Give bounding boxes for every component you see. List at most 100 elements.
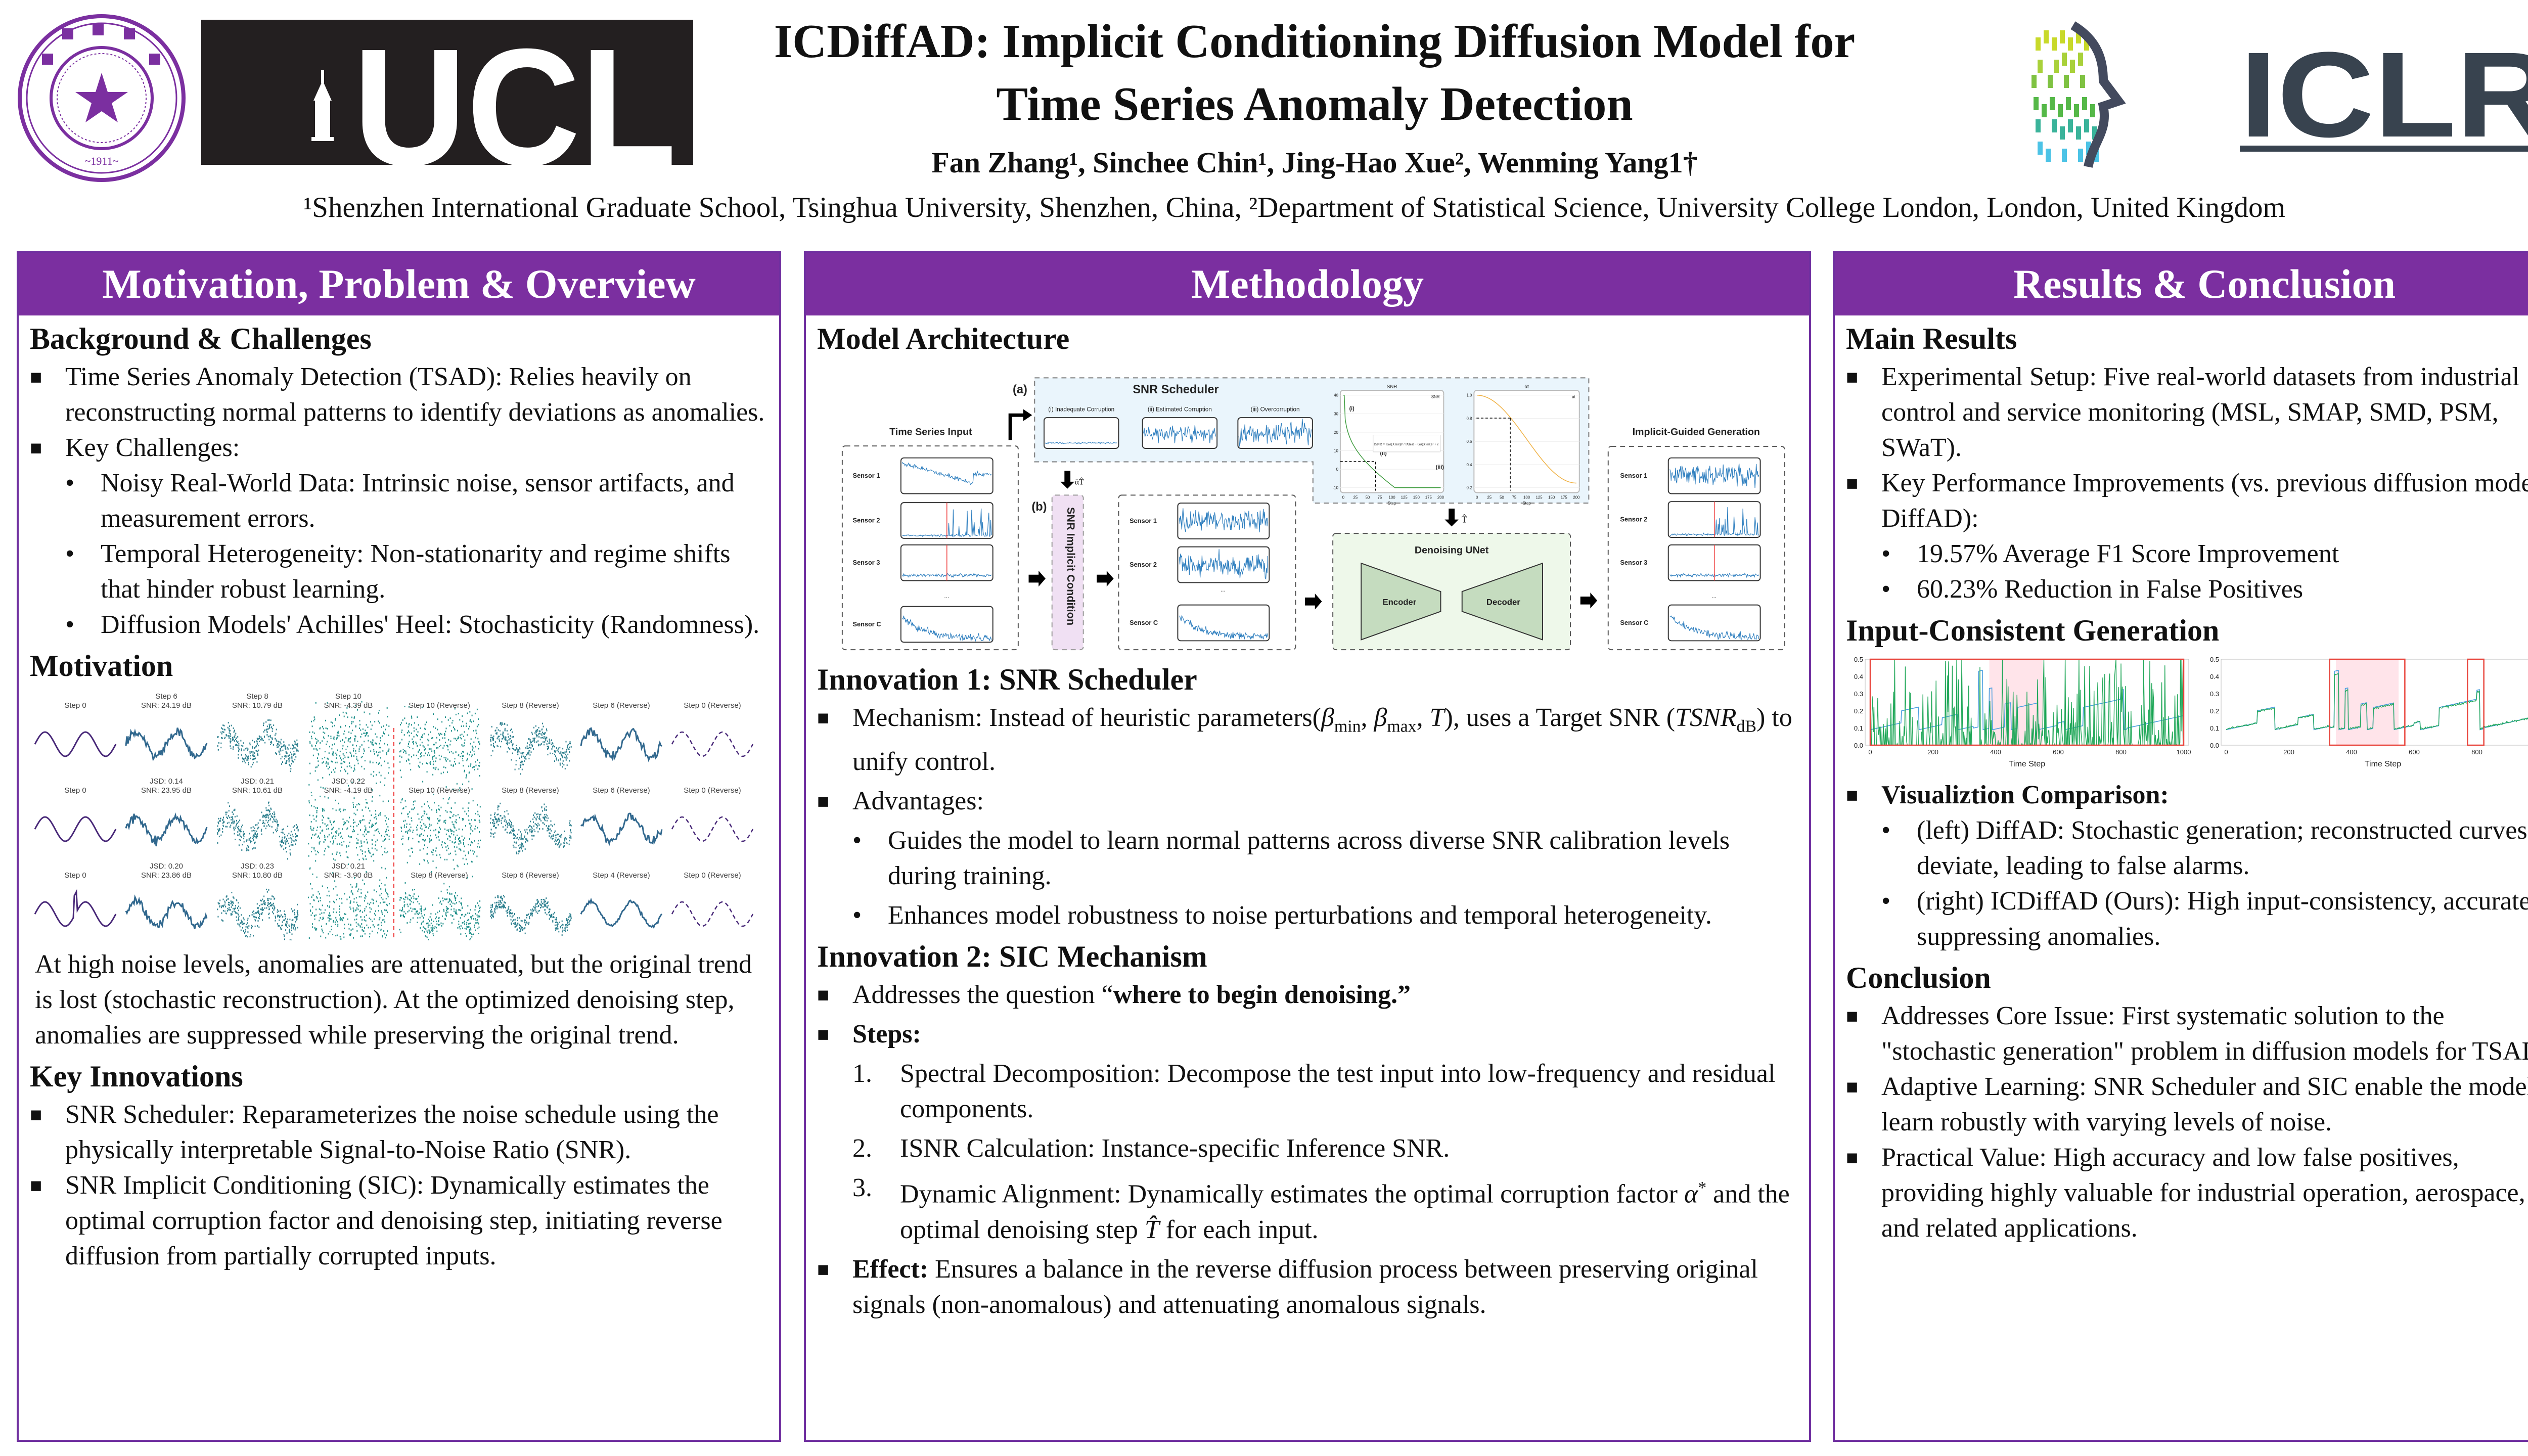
noise-point xyxy=(520,920,522,922)
noise-point xyxy=(238,909,239,912)
noise-point xyxy=(255,912,257,914)
noise-point xyxy=(471,714,473,716)
noise-point xyxy=(445,767,446,768)
noise-point xyxy=(469,823,471,825)
noise-point xyxy=(494,818,496,821)
noise-point xyxy=(545,904,546,906)
noise-point xyxy=(500,802,501,804)
svg-text:UCL: UCL xyxy=(353,20,676,165)
noise-point xyxy=(358,824,359,826)
authors: Fan Zhang¹, Sinchee Chin¹, Jing-Hao Xue²… xyxy=(931,146,1698,179)
noise-point xyxy=(432,929,434,931)
noise-point xyxy=(296,739,298,741)
item-text: ISNR Calculation: Instance-specific Infe… xyxy=(900,1131,1798,1166)
noise-point xyxy=(359,720,360,722)
noise-point xyxy=(274,813,275,815)
series-line xyxy=(34,889,117,927)
noise-point xyxy=(326,743,327,745)
noise-point xyxy=(420,905,422,907)
noise-point xyxy=(446,909,447,912)
noise-point xyxy=(421,806,423,808)
noise-point xyxy=(441,841,443,843)
noise-point xyxy=(367,841,368,843)
noise-point xyxy=(540,904,542,906)
noise-point xyxy=(344,927,345,929)
noise-point xyxy=(238,828,239,830)
noise-point xyxy=(294,912,295,914)
noise-point xyxy=(431,839,432,841)
noise-point xyxy=(247,927,248,928)
noise-point xyxy=(433,794,434,795)
noise-point xyxy=(446,858,448,860)
noise-point xyxy=(357,741,358,743)
noise-point xyxy=(375,742,376,744)
noise-point xyxy=(407,831,408,833)
noise-point xyxy=(358,888,359,890)
noise-point xyxy=(258,911,259,913)
noise-point xyxy=(517,853,519,854)
noise-point xyxy=(355,752,356,754)
noise-point xyxy=(557,749,559,751)
noise-point xyxy=(563,752,565,754)
noise-point xyxy=(564,837,566,839)
noise-point xyxy=(530,909,532,911)
noise-point xyxy=(400,897,402,899)
noise-point xyxy=(498,805,500,807)
noise-point xyxy=(233,826,235,828)
noise-point xyxy=(451,922,453,924)
noise-point xyxy=(284,910,285,912)
noise-point xyxy=(357,923,359,925)
noise-point xyxy=(423,859,425,860)
noise-point xyxy=(558,751,559,753)
noise-point xyxy=(534,741,535,743)
noise-point xyxy=(514,914,515,916)
noise-point xyxy=(546,806,547,808)
noise-point xyxy=(275,734,276,736)
noise-point xyxy=(243,836,245,838)
text-run: Mechanism: Instead of heuristic paramete… xyxy=(852,703,1321,732)
noise-point xyxy=(229,737,230,739)
noise-point xyxy=(404,824,405,826)
noise-point xyxy=(355,745,357,747)
noise-point xyxy=(314,718,315,720)
noise-point xyxy=(331,829,333,831)
noise-point xyxy=(413,830,414,831)
noise-point xyxy=(464,845,465,847)
noise-point xyxy=(363,752,365,754)
noise-point xyxy=(355,886,357,888)
noise-point xyxy=(245,926,247,928)
noise-point xyxy=(402,749,404,751)
noise-point xyxy=(357,854,358,856)
noise-point xyxy=(419,836,421,837)
figure-label: 0 xyxy=(1336,467,1339,472)
noise-point xyxy=(285,747,286,749)
noise-point xyxy=(261,912,263,914)
noise-point xyxy=(222,831,223,833)
noise-point xyxy=(417,735,418,737)
noise-point xyxy=(362,819,363,821)
noise-point xyxy=(382,936,383,938)
noise-point xyxy=(276,745,278,747)
noise-point xyxy=(287,840,288,842)
noise-point xyxy=(257,754,258,756)
noise-point xyxy=(527,752,528,754)
time-series-input-box xyxy=(841,445,1019,651)
noise-point xyxy=(529,744,530,746)
noise-point xyxy=(297,910,298,912)
text-run: min xyxy=(1334,717,1361,736)
noise-point xyxy=(408,706,410,708)
noise-point xyxy=(356,918,357,920)
noise-point xyxy=(518,751,520,753)
noise-point xyxy=(256,903,258,905)
noise-point xyxy=(248,845,249,847)
step-label: JSD: 0.21 xyxy=(332,862,365,871)
noise-point xyxy=(408,724,410,726)
noise-point xyxy=(334,743,335,745)
noise-point xyxy=(525,924,526,926)
noise-point xyxy=(232,819,234,821)
noise-point xyxy=(447,719,449,721)
noise-point xyxy=(504,829,506,831)
noise-point xyxy=(364,741,365,743)
noise-point xyxy=(230,738,232,740)
noise-point xyxy=(426,771,428,773)
